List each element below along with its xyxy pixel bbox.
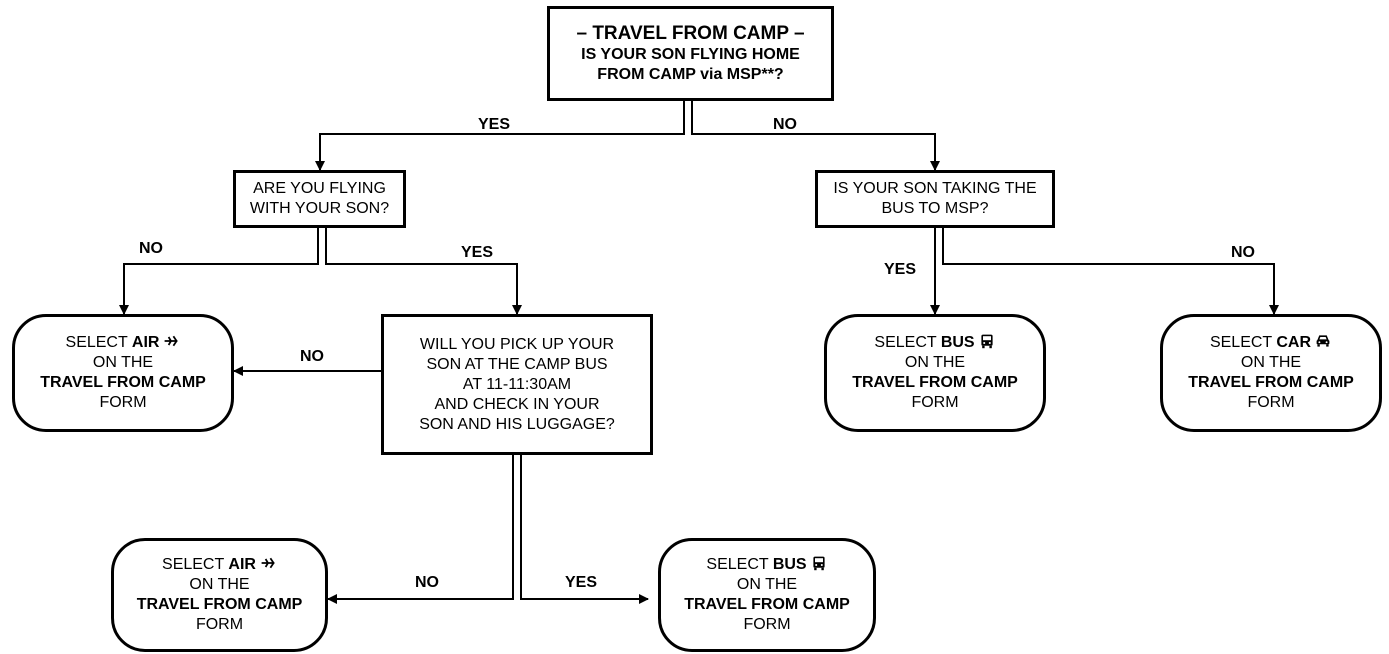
root-title: – TRAVEL FROM CAMP –: [576, 22, 805, 44]
root-line-2: IS YOUR SON FLYING HOME: [581, 45, 800, 63]
label-root-no: NO: [773, 116, 797, 133]
flying-question-line-1: ARE YOU FLYING: [253, 180, 386, 197]
root-line-3: FROM CAMP via MSP**?: [597, 65, 784, 83]
airplane-icon: [261, 557, 275, 569]
pickup-question-box: WILL YOU PICK UP YOUR SON AT THE CAMP BU…: [381, 314, 653, 455]
result-air-left: SELECT AIR ON THE TRAVEL FROM CAMP FORM: [12, 314, 234, 432]
label-pickup-yes-bottom: YES: [565, 574, 598, 591]
result-mode: CAR: [1276, 334, 1312, 351]
result-bus-bottom: SELECT BUS ON THE TRAVEL FROM CAMP FORM: [658, 538, 876, 652]
label-pickup-no-left: NO: [300, 348, 324, 365]
bus-icon: [812, 556, 825, 571]
result-mode: BUS: [772, 556, 807, 573]
connector-fly-no: [119, 228, 319, 315]
result-mode: AIR: [131, 334, 160, 351]
root-question-box: – TRAVEL FROM CAMP – IS YOUR SON FLYING …: [547, 6, 834, 101]
connector-fly-yes: [325, 228, 522, 315]
pickup-line-3: AT 11-11:30AM: [462, 375, 572, 393]
flying-with-son-question-box: ARE YOU FLYING WITH YOUR SON?: [233, 170, 406, 228]
label-fly-no: NO: [139, 240, 163, 257]
result-air-bottom: SELECT AIR ON THE TRAVEL FROM CAMP FORM: [111, 538, 328, 652]
car-icon: [1316, 335, 1330, 347]
pickup-line-1: WILL YOU PICK UP YOUR: [419, 335, 615, 353]
label-bus-no: NO: [1231, 244, 1255, 261]
bus-icon: [980, 334, 993, 349]
pickup-line-2: SON AT THE CAMP BUS: [426, 355, 608, 373]
pickup-line-5: SON AND HIS LUGGAGE?: [419, 415, 615, 433]
result-mode: AIR: [228, 556, 256, 573]
label-fly-yes: YES: [461, 244, 494, 261]
result-car-right: SELECT CAR ON THE TRAVEL FROM CAMP FORM: [1160, 314, 1382, 432]
flying-question-line-2: WITH YOUR SON?: [249, 200, 390, 217]
label-pickup-no-bottom: NO: [415, 574, 439, 591]
connector-pickup-yes-bottom: [520, 455, 649, 604]
connector-root-yes: [315, 101, 685, 171]
connector-pickup-no-bottom: [327, 455, 514, 604]
result-bus-right: SELECT BUS ON THE TRAVEL FROM CAMP FORM: [824, 314, 1046, 432]
result-mode: BUS: [940, 334, 975, 351]
connector-root-no: [691, 101, 940, 171]
bus-to-msp-question-box: IS YOUR SON TAKING THE BUS TO MSP?: [815, 170, 1055, 228]
pickup-line-4: AND CHECK IN YOUR: [434, 395, 600, 413]
label-bus-yes: YES: [884, 261, 917, 278]
connector-bus-no: [942, 228, 1279, 315]
bus-question-line-2: BUS TO MSP?: [881, 200, 989, 217]
airplane-icon: [165, 335, 179, 347]
label-root-yes: YES: [478, 116, 511, 133]
bus-question-line-1: IS YOUR SON TAKING THE: [833, 180, 1037, 197]
